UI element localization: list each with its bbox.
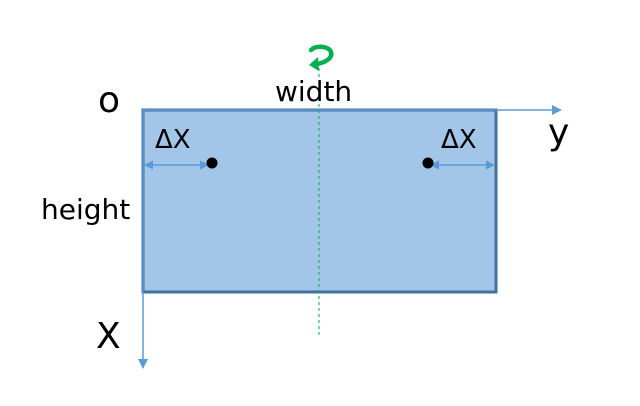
- rotation-arrow-icon: [308, 44, 334, 71]
- left-point: [206, 157, 218, 169]
- width-label: width: [275, 75, 352, 108]
- delta-left-label: ΔX: [155, 125, 191, 155]
- x-axis-label: X: [96, 316, 121, 357]
- right-point: [422, 157, 434, 169]
- delta-right-label: ΔX: [441, 125, 477, 155]
- y-axis-label: y: [548, 112, 569, 153]
- height-label: height: [41, 193, 130, 226]
- origin-label: o: [98, 80, 120, 121]
